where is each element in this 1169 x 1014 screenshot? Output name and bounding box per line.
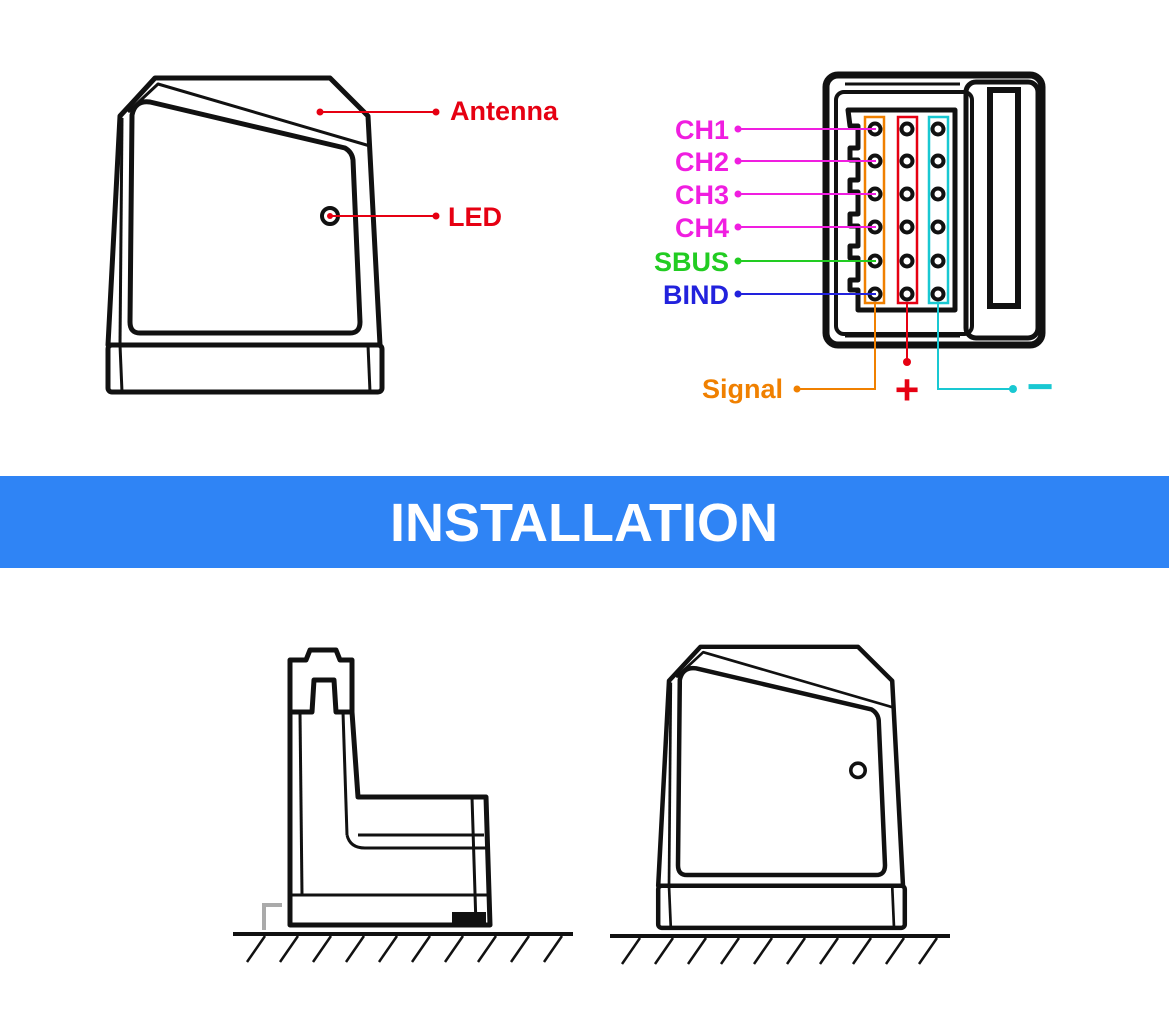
- pin-hole: [899, 121, 915, 137]
- ground-hatch: [542, 935, 564, 963]
- receiver-front-view: [105, 75, 385, 395]
- pin-leader-dot: [734, 223, 742, 231]
- ground-hatch: [686, 937, 708, 965]
- ground-hatch: [884, 937, 906, 965]
- pin-hole: [930, 121, 946, 137]
- pin-hole: [899, 153, 915, 169]
- ground-hatch: [917, 937, 939, 965]
- ground-hatch: [245, 935, 267, 963]
- pin-hole: [899, 219, 915, 235]
- ground-hatch: [311, 935, 333, 963]
- ground-hatch: [443, 935, 465, 963]
- installation-banner: [0, 476, 1169, 568]
- pin-hole: [899, 286, 915, 302]
- ground-hatch: [818, 937, 840, 965]
- plus-callout: +: [895, 303, 920, 413]
- ground-left: [233, 932, 573, 963]
- ground-hatch: [278, 935, 300, 963]
- pin-label-sbus: SBUS: [654, 247, 729, 277]
- plus-label: +: [895, 366, 920, 413]
- banner-title: INSTALLATION: [390, 493, 778, 553]
- pin-leader-dot: [734, 290, 742, 298]
- pin-leader-dot: [734, 125, 742, 133]
- pin-leader-dot: [734, 190, 742, 198]
- ground-hatch: [653, 937, 675, 965]
- antenna-label: Antenna: [450, 96, 559, 126]
- pin-label-bind: BIND: [663, 280, 729, 310]
- signal-label: Signal: [702, 374, 783, 404]
- pin-hole: [930, 219, 946, 235]
- ground-right: [610, 934, 950, 965]
- minus-label: −: [1027, 360, 1054, 412]
- pin-leader-dot: [734, 157, 742, 165]
- led-callout: LED: [327, 202, 502, 232]
- receiver-side-view: [262, 647, 493, 930]
- signal-callout: Signal: [702, 303, 876, 404]
- ground-hatch: [476, 935, 498, 963]
- pin-hole: [930, 186, 946, 202]
- ground-hatch: [344, 935, 366, 963]
- pin-label-ch2: CH2: [675, 147, 729, 177]
- led-label: LED: [448, 202, 502, 232]
- pin-label-ch1: CH1: [675, 115, 729, 145]
- ground-hatch: [719, 937, 741, 965]
- pin-hole: [899, 253, 915, 269]
- ground-hatch: [752, 937, 774, 965]
- receiver-front-view-installed: [658, 647, 905, 928]
- ground-hatch: [410, 935, 432, 963]
- pin-hole: [930, 286, 946, 302]
- connector-view: [822, 71, 1046, 349]
- pin-hole: [930, 253, 946, 269]
- pin-grid: [867, 121, 946, 302]
- pin-hole: [930, 153, 946, 169]
- pin-leader-dot: [734, 257, 742, 265]
- ground-hatch: [851, 937, 873, 965]
- ground-hatch: [509, 935, 531, 963]
- ground-hatch: [620, 937, 642, 965]
- minus-callout: −: [937, 303, 1054, 412]
- pin-label-ch3: CH3: [675, 180, 729, 210]
- pin-hole: [899, 186, 915, 202]
- pin-label-ch4: CH4: [675, 213, 729, 243]
- ground-hatch: [785, 937, 807, 965]
- antenna-callout: Antenna: [316, 96, 559, 126]
- ground-hatch: [377, 935, 399, 963]
